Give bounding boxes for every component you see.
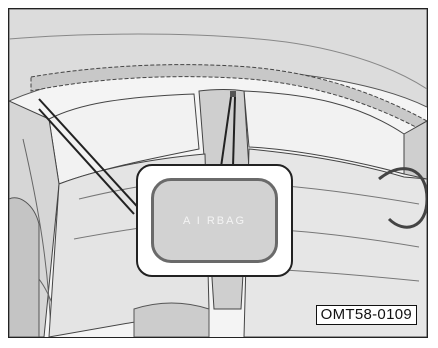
- airbag-callout-box: A I RBAG: [136, 164, 293, 277]
- airbag-label: A I RBAG: [183, 215, 246, 227]
- figure-reference-code: OMT58-0109: [316, 305, 417, 325]
- figure-frame: A I RBAG OMT58-0109: [8, 8, 428, 338]
- airbag-panel: A I RBAG: [151, 178, 278, 263]
